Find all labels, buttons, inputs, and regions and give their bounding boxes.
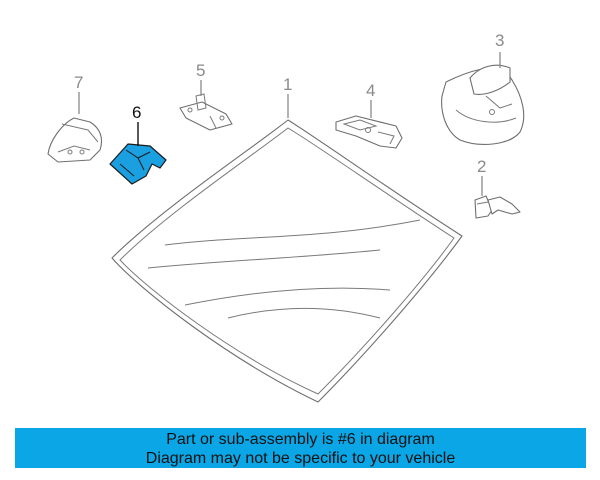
windshield[interactable] [111,119,463,403]
bracket-part[interactable] [335,115,403,149]
callout-part-6: 6 [132,103,141,122]
mirror-cover-part[interactable] [441,64,525,145]
mount-part[interactable] [179,93,233,131]
callout-part-2: 2 [477,157,486,176]
info-banner: Part or sub-assembly is #6 in diagram Di… [15,428,586,468]
callout-part-4: 4 [366,81,375,100]
clip-part[interactable] [474,195,521,219]
callout-part-1: 1 [283,75,292,94]
banner-line-disclaimer: Diagram may not be specific to your vehi… [145,450,456,467]
parts-diagram: 1 2 3 4 5 6 [47,31,525,403]
callout-part-7: 7 [74,73,83,92]
callout-part-5: 5 [196,61,205,80]
callout-part-3: 3 [495,31,504,50]
sensor-housing-part[interactable] [47,117,103,163]
sensor-cover-part-highlighted[interactable] [109,143,167,185]
banner-line-part-number: Part or sub-assembly is #6 in diagram [166,431,435,448]
